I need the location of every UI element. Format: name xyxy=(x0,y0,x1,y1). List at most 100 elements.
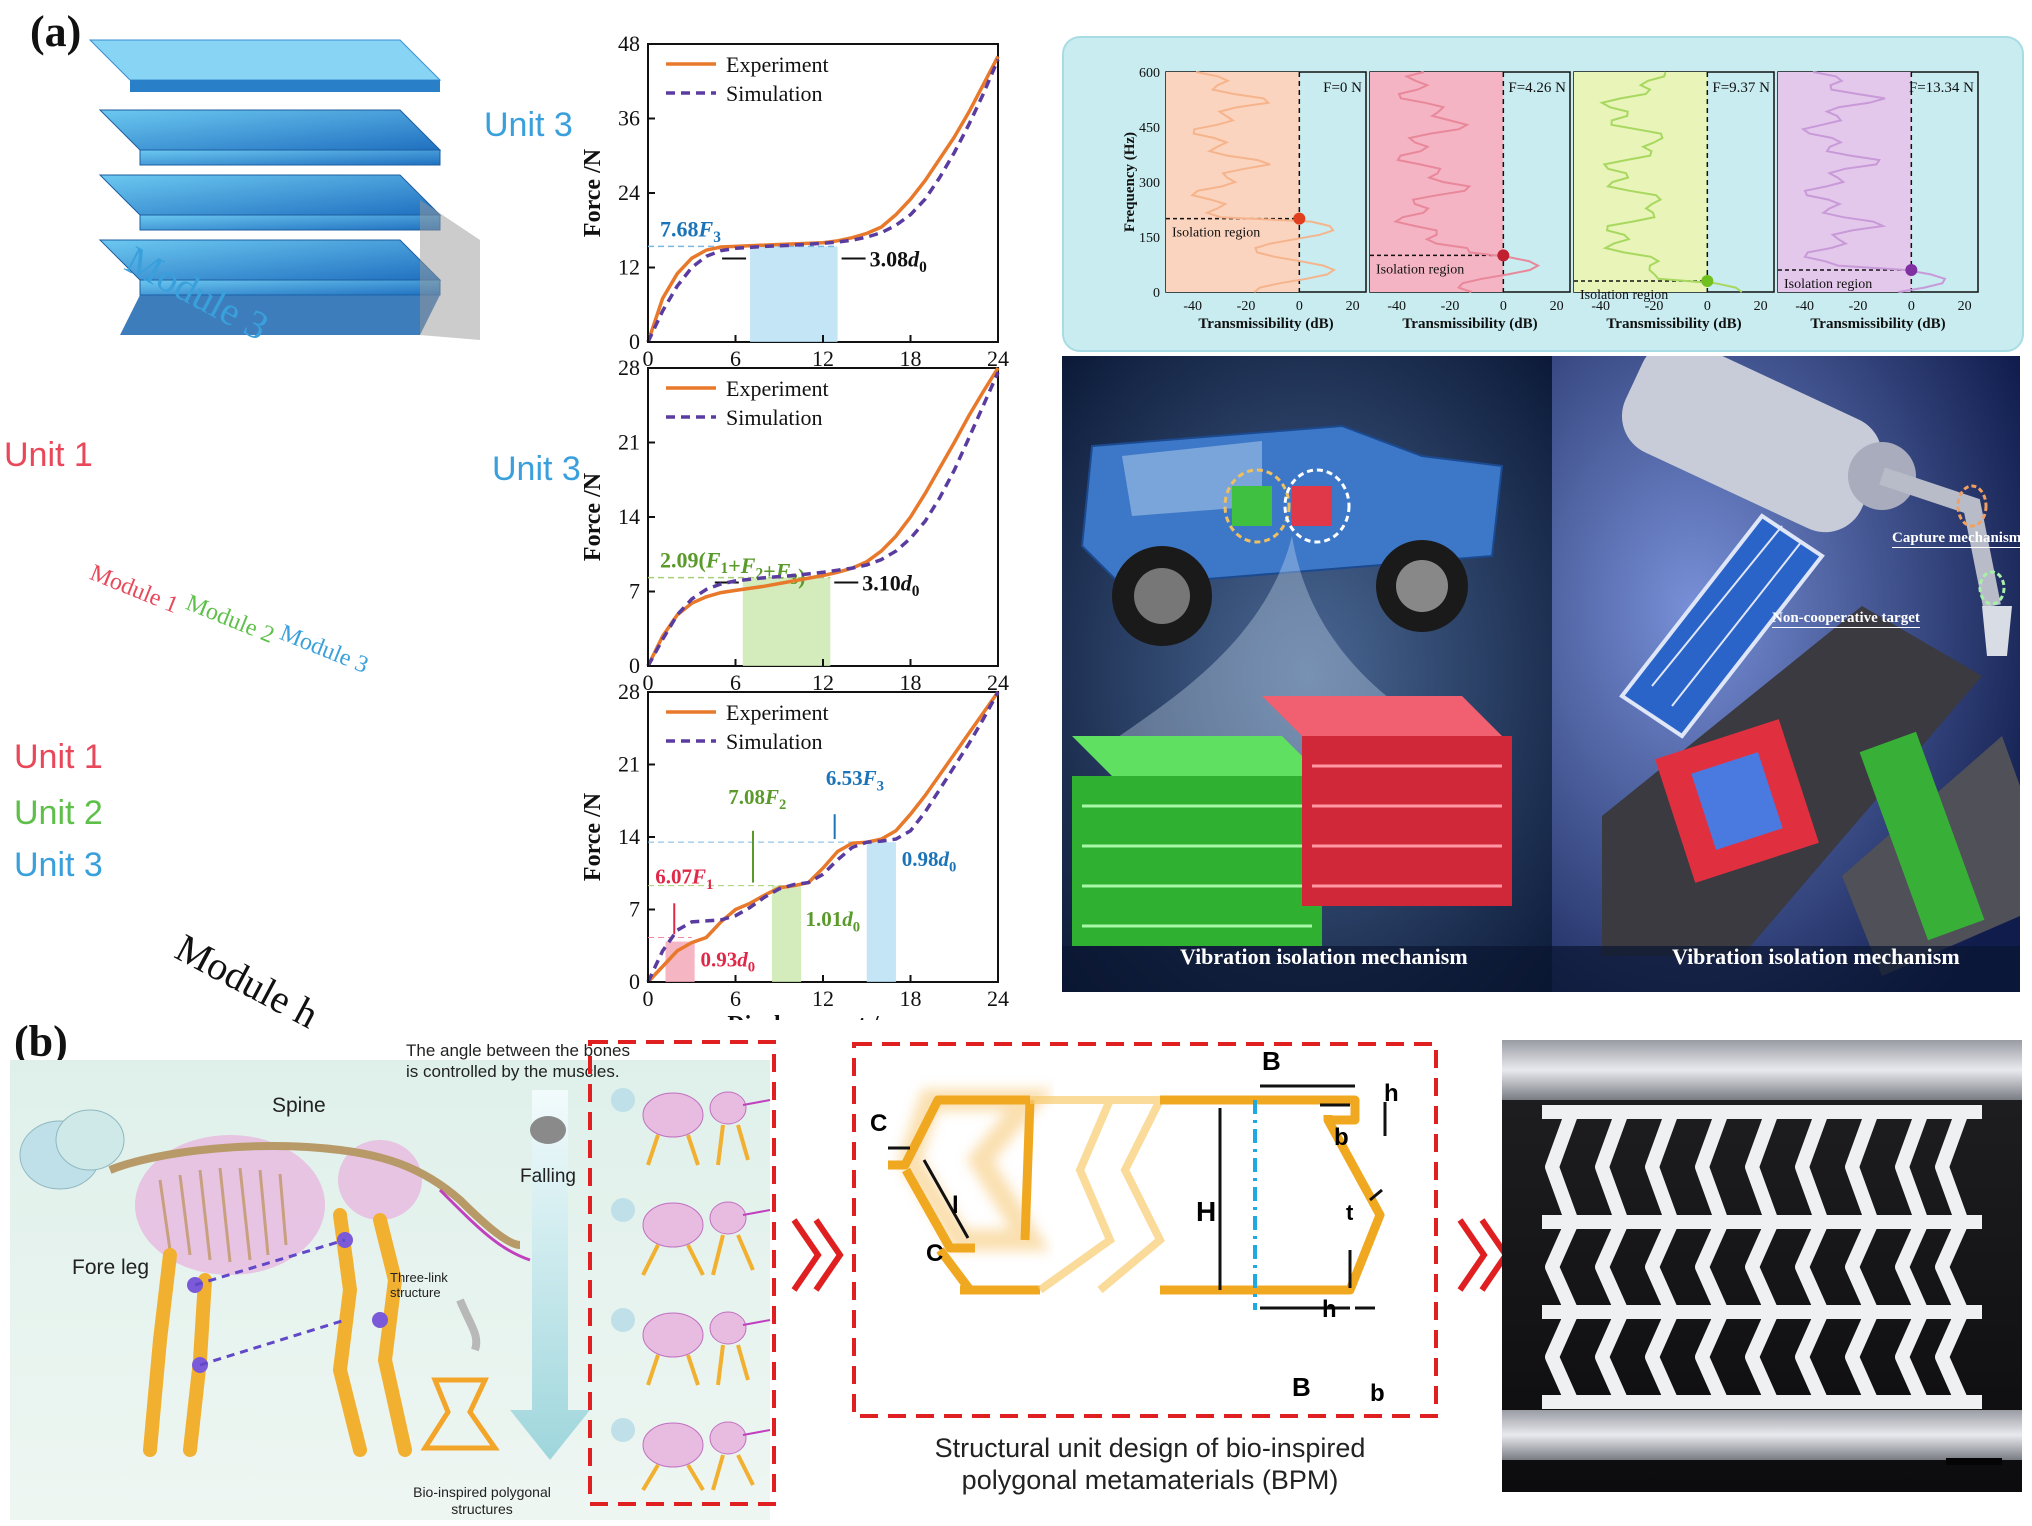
y-tick-label: 150 xyxy=(1139,231,1160,246)
green-metamaterial-block xyxy=(1072,736,1322,946)
y-tick-label: 0 xyxy=(1153,286,1160,301)
x-tick-label: 12 xyxy=(812,670,834,695)
unit-design-caption: Structural unit design of bio-inspired p… xyxy=(860,1432,1440,1496)
y-tick-label: 48 xyxy=(618,31,640,56)
panel-label-a: (a) xyxy=(30,7,82,56)
y-axis-label: Force /N xyxy=(580,472,606,561)
transmissibility-curve xyxy=(1190,71,1337,293)
force-label-1: 6.07F1 xyxy=(655,865,713,893)
force-label-2: 7.08F2 xyxy=(728,785,786,813)
unit-1-label-mid: Unit 1 xyxy=(4,436,93,474)
isolation-region-label: Isolation region xyxy=(1580,288,1668,303)
isolation-marker xyxy=(1905,264,1918,276)
dissipation-band-3 xyxy=(866,842,896,982)
y-tick-label: 12 xyxy=(618,255,640,280)
legend-label-experiment: Experiment xyxy=(726,700,829,725)
series-simulation xyxy=(646,691,1000,983)
x-tick-label: 12 xyxy=(812,346,834,371)
x-tick-label: 20 xyxy=(1346,299,1360,314)
dim-t: t xyxy=(1346,1200,1354,1225)
x-tick-label: 6 xyxy=(730,670,741,695)
dissipation-band xyxy=(742,577,831,666)
y-tick-label: 21 xyxy=(618,430,640,455)
band-label: 3.10d0 xyxy=(862,571,920,601)
dim-h-top: h xyxy=(1384,1080,1399,1107)
y-tick-label: 36 xyxy=(618,106,640,131)
panel-label-b: (b) xyxy=(14,1017,68,1066)
series-experiment xyxy=(646,690,1000,984)
dim-l: l xyxy=(952,1192,959,1219)
isolation-marker xyxy=(1497,249,1510,262)
x-axis-label: Transmissibility (dB) xyxy=(1198,316,1333,332)
x-tick-label: 0 xyxy=(643,670,654,695)
disp-label-3: 0.98d0 xyxy=(902,847,957,875)
x-tick-label: -20 xyxy=(1849,299,1868,314)
x-axis-label: Transmissibility (dB) xyxy=(1402,316,1537,332)
x-tick-label: 24 xyxy=(987,346,1009,371)
truck-illustration xyxy=(1080,424,1504,646)
y-tick-label: 7 xyxy=(629,579,640,604)
y-tick-label: 0 xyxy=(629,969,640,994)
force-value-label: F=4.26 N xyxy=(1508,80,1566,96)
y-tick-label: 28 xyxy=(618,355,640,380)
x-tick-label: -20 xyxy=(1441,299,1460,314)
x-tick-label: 12 xyxy=(812,986,834,1011)
legend-label-experiment: Experiment xyxy=(726,376,829,401)
metamaterial-photo xyxy=(1502,1040,2022,1492)
legend-label-simulation: Simulation xyxy=(726,81,823,106)
non-cooperative-target-label: Non-cooperative target xyxy=(1772,610,1920,628)
unit-3-label-mid: Unit 3 xyxy=(492,450,581,488)
unit-design-caption-line2: polygonal metamaterials (BPM) xyxy=(961,1465,1339,1495)
x-tick-label: 0 xyxy=(1296,299,1303,314)
unit-design-caption-line1: Structural unit design of bio-inspired xyxy=(934,1433,1366,1463)
dim-B-bottom: B xyxy=(1292,1372,1311,1402)
y-tick-label: 450 xyxy=(1139,121,1160,136)
x-axis-label: Transmissibility (dB) xyxy=(1810,316,1945,332)
dim-H: H xyxy=(1196,1196,1217,1227)
dim-b-top: b xyxy=(1334,1124,1349,1151)
x-tick-label: -20 xyxy=(1237,299,1256,314)
unit-3-label-top: Unit 3 xyxy=(484,106,573,144)
angle-note: The angle between the bones is controlle… xyxy=(406,1041,631,1081)
y-tick-label: 14 xyxy=(618,824,640,849)
disp-label-2: 1.01d0 xyxy=(806,907,861,935)
legend-label-experiment: Experiment xyxy=(726,52,829,77)
y-tick-label: 28 xyxy=(618,679,640,704)
x-tick-label: 6 xyxy=(730,346,741,371)
isolation-region-label: Isolation region xyxy=(1376,262,1464,277)
chevron-right-icon xyxy=(791,1218,844,1292)
dim-C-bottom: C xyxy=(926,1240,944,1267)
y-tick-label: 600 xyxy=(1139,66,1160,81)
dim-C-top: C xyxy=(870,1110,888,1137)
red-metamaterial-block xyxy=(1262,696,1512,906)
transmissibility-curve xyxy=(1599,71,1743,293)
y-axis-label: Force /N xyxy=(580,792,606,881)
mechanism-illustrations xyxy=(1062,356,2020,992)
series-experiment xyxy=(646,367,1000,667)
module-3-stack xyxy=(88,39,480,340)
plot-frame xyxy=(647,691,999,983)
series-experiment xyxy=(646,55,1000,343)
x-tick-label: 24 xyxy=(987,670,1009,695)
x-tick-label: 20 xyxy=(1754,299,1768,314)
spine-label: Spine xyxy=(272,1094,326,1117)
x-axis-label: Displacement /mm xyxy=(727,1012,918,1020)
x-tick-label: 0 xyxy=(1500,299,1507,314)
transmissibility-curve xyxy=(1800,71,1947,293)
force-value-label: F=13.34 N xyxy=(1909,80,1974,96)
transmissibility-curve xyxy=(1393,71,1541,293)
x-tick-label: -40 xyxy=(1795,299,1814,314)
series-simulation xyxy=(646,371,1000,667)
x-tick-label: 18 xyxy=(900,346,922,371)
fore-leg-label: Fore leg xyxy=(72,1256,150,1279)
y-tick-label: 300 xyxy=(1139,176,1160,191)
legend-label-simulation: Simulation xyxy=(726,405,823,430)
x-axis-label: Transmissibility (dB) xyxy=(1606,316,1741,332)
isolation-region-label: Isolation region xyxy=(1172,226,1260,241)
y-tick-label: 0 xyxy=(629,329,640,354)
